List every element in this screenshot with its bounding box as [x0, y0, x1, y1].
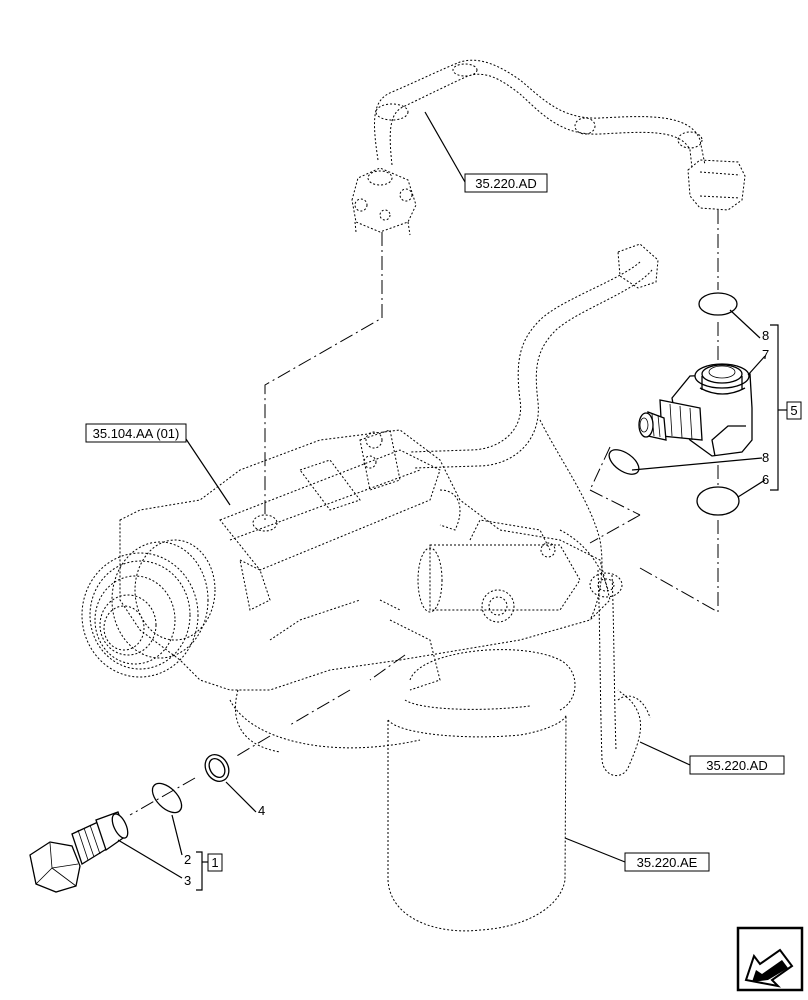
group-1-label: 1 — [211, 855, 218, 870]
ref-filter: 35.220.AE — [624, 852, 710, 872]
ref-oil-pipe-top: 35.220.AD — [464, 173, 548, 193]
ref-oil-pipe-right-label: 35.220.AD — [706, 758, 767, 773]
ref-pump-label: 35.104.AA (01) — [93, 426, 180, 441]
o-ring-upper — [698, 292, 738, 316]
arrow-icon[interactable] — [736, 926, 804, 992]
leader-lines — [117, 111, 787, 891]
item-6: 6 — [762, 472, 769, 487]
item-3: 3 — [184, 873, 191, 888]
phantom-pipe-middle — [409, 243, 659, 469]
ref-oil-pipe-right: 35.220.AD — [689, 755, 785, 775]
plug-item-3 — [29, 811, 129, 893]
o-ring-lower — [608, 449, 640, 475]
item-8-lower: 8 — [762, 450, 769, 465]
group-5-label: 5 — [790, 403, 797, 418]
washer-item-4 — [204, 754, 230, 782]
phantom-pipe-nut-right — [687, 159, 746, 211]
pump-gear — [81, 539, 216, 678]
tee-fitting — [638, 363, 753, 457]
phantom-banjo-fitting — [351, 167, 417, 236]
o-ring-item-2 — [151, 782, 183, 814]
item-4: 4 — [258, 803, 265, 818]
ref-filter-label: 35.220.AE — [637, 855, 698, 870]
phantom-engine-block — [229, 419, 609, 753]
group-1: 1 — [207, 853, 223, 872]
item-7: 7 — [762, 347, 769, 362]
seal-washer — [696, 486, 740, 516]
group-5: 5 — [786, 401, 802, 420]
ref-oil-pipe-top-label: 35.220.AD — [475, 176, 536, 191]
ref-pump: 35.104.AA (01) — [85, 423, 187, 443]
pump-body — [119, 429, 611, 691]
item-2: 2 — [184, 852, 191, 867]
phantom-filter-housing — [387, 649, 576, 932]
center-lines — [129, 210, 719, 816]
phantom-pipe-right-lower — [589, 569, 651, 776]
phantom-hydraulic-pipe-top — [374, 59, 706, 169]
item-8-upper: 8 — [762, 328, 769, 343]
